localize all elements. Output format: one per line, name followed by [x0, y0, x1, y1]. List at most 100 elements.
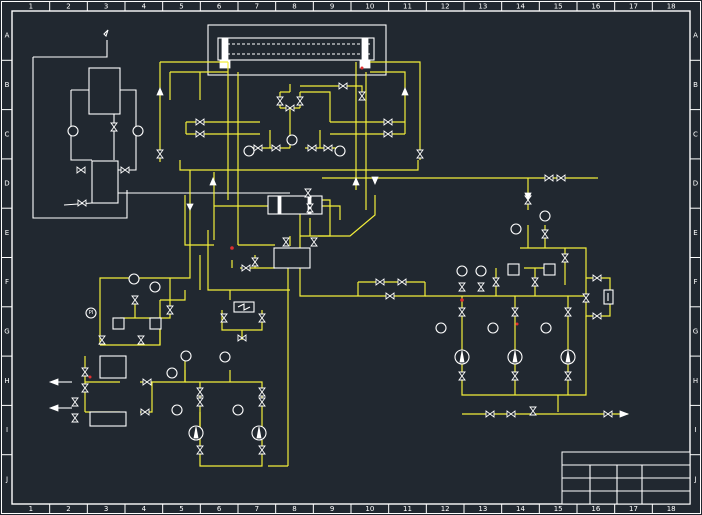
gate-valve [156, 149, 164, 159]
centrifugal-pump [188, 425, 204, 441]
column-label: 10 [365, 3, 374, 11]
row-label: E [5, 229, 9, 237]
pressure-gauge [128, 273, 140, 285]
column-label: 11 [403, 505, 412, 513]
gate-valve [76, 166, 86, 174]
row-label: J [5, 475, 8, 483]
gate-valve [592, 274, 602, 282]
gate-valve [296, 96, 304, 106]
pressure-gauge [180, 350, 192, 362]
gate-valve [142, 378, 152, 386]
row-label: D [4, 180, 9, 188]
column-label: 4 [142, 3, 147, 11]
receiver-tank [273, 247, 311, 269]
left-skid-box-1 [112, 317, 125, 330]
gate-valve [196, 397, 204, 407]
column-label: 8 [292, 3, 296, 11]
gate-valve [282, 237, 290, 247]
row-label: A [5, 32, 10, 40]
pressure-gauge [171, 404, 183, 416]
column-label: 14 [516, 505, 525, 513]
gate-valve [383, 118, 393, 126]
gate-valve [195, 118, 205, 126]
pressure-gauge [219, 351, 231, 363]
pressure-gauge [539, 210, 551, 222]
column-label: 13 [478, 505, 487, 513]
gate-valve [77, 199, 87, 207]
gate-valve [276, 96, 284, 106]
flow-arrows [48, 86, 630, 418]
gate-valve [564, 307, 572, 317]
column-label: 3 [104, 3, 108, 11]
column-label: 7 [255, 3, 259, 11]
column-label: 9 [330, 505, 334, 513]
gauges [85, 134, 552, 416]
gate-valve [304, 188, 312, 198]
pressure-gauge [149, 281, 161, 293]
pumps [188, 349, 576, 441]
row-label: H [693, 377, 698, 385]
centrifugal-pump [507, 349, 523, 365]
pressure-gauge [166, 367, 178, 379]
gate-valve [529, 406, 537, 416]
gate-valve [541, 229, 549, 239]
row-label: D [693, 180, 698, 188]
gate-valve [323, 144, 333, 152]
left-pump-2 [132, 125, 144, 137]
column-label: 1 [29, 3, 33, 11]
column-label: 13 [478, 3, 487, 11]
row-label: B [5, 81, 10, 89]
row-label: C [693, 130, 698, 138]
row-label: F [693, 278, 697, 286]
gate-valve [166, 305, 174, 315]
gate-valve [98, 335, 106, 345]
gate-valve [383, 130, 393, 138]
column-label: 10 [365, 505, 374, 513]
column-label: 15 [554, 505, 563, 513]
column-label: 18 [667, 3, 676, 11]
cooler-lower [89, 411, 127, 427]
column-label: 1 [29, 505, 33, 513]
pressure-gauge [456, 265, 468, 277]
column-label: 8 [292, 505, 296, 513]
centrifugal-pump [560, 349, 576, 365]
gate-valve [397, 278, 407, 286]
left-skid-box-2 [149, 317, 162, 330]
gate-valve [458, 371, 466, 381]
gate-valve [241, 264, 251, 272]
gate-valve [561, 253, 569, 263]
row-label: C [5, 130, 10, 138]
gate-valve [506, 410, 516, 418]
gate-valve [140, 408, 150, 416]
column-label: 12 [441, 3, 450, 11]
gate-valve [196, 445, 204, 455]
column-label: 2 [66, 3, 70, 11]
column-label: 7 [255, 505, 259, 513]
gate-valve [375, 278, 385, 286]
gate-valve [258, 313, 266, 323]
gate-valve [81, 367, 89, 377]
gate-valve [582, 293, 590, 303]
row-label: A [693, 32, 698, 40]
column-label: 4 [142, 505, 147, 513]
gate-valve [603, 410, 613, 418]
pressure-gauge [487, 322, 499, 334]
gate-valve [258, 397, 266, 407]
column-label: 11 [403, 3, 412, 11]
row-label: J [693, 475, 696, 483]
gate-valve [253, 144, 263, 152]
gate-valve [458, 307, 466, 317]
gate-valve [237, 334, 247, 342]
equipment [89, 195, 614, 427]
right-skid-box-1 [507, 263, 520, 276]
cooler-upper [99, 355, 127, 379]
gate-valve [307, 144, 317, 152]
pressure-gauge [540, 322, 552, 334]
horizontal-vessel [267, 195, 323, 215]
column-label: 17 [629, 3, 638, 11]
row-label: H [4, 377, 9, 385]
gate-valve [285, 104, 295, 112]
